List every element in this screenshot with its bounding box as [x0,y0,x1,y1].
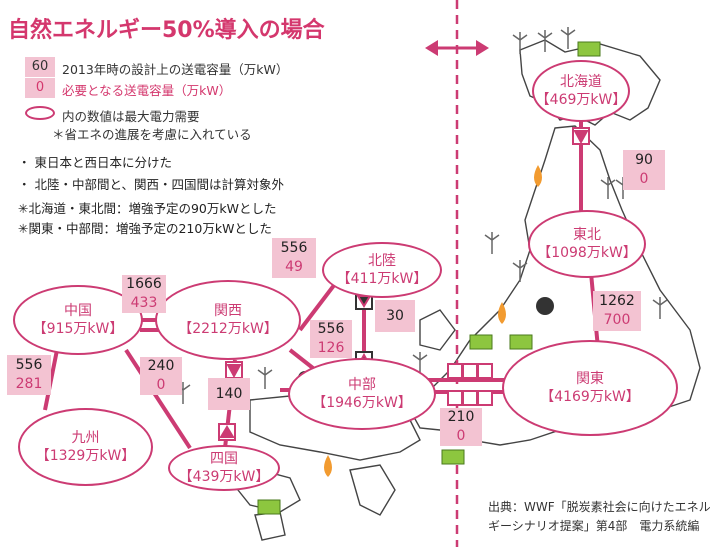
needed-capacity: 0 [456,428,466,444]
japan-outline [228,39,701,541]
region-name: 北陸 [368,253,396,269]
region-demand: 【915万kW】 [32,321,124,337]
design-capacity: 556 [317,321,345,337]
region-name: 北海道 [560,74,602,90]
legend-design-label: 2013年時の設計上の送電容量（万kW） [62,62,289,77]
region-demand: 【1098万kW】 [537,245,637,261]
source-line: ギーシナリオ提案」第4部 電力系統編 [488,519,700,533]
capacity-kansai-chubu: 556 126 [310,320,352,358]
capacity-chubu-kanto: 210 0 [440,408,482,446]
region-kyushu: 九州 【1329万kW】 [18,408,153,486]
region-demand: 【411万kW】 [336,271,428,287]
region-name: 中国 [64,303,92,319]
region-hokuriku: 北陸 【411万kW】 [322,242,442,298]
region-kanto: 関東 【4169万kW】 [502,340,678,436]
legend-ellipse-label: 内の数値は最大電力需要 [62,109,200,124]
region-demand: 【469万kW】 [535,92,627,108]
region-demand: 【439万kW】 [178,469,270,485]
needed-capacity: 700 [603,312,631,328]
region-name: 関東 [576,371,604,387]
design-capacity: 140 [215,385,243,402]
region-demand: 【1329万kW】 [35,448,136,464]
region-demand: 【1946万kW】 [312,395,412,411]
capacity-chugoku-kansai: 1666 433 [122,275,166,313]
region-demand: 【4169万kW】 [540,389,640,405]
wind-turbine-icons [175,27,668,404]
legend-needed-label: 必要となる送電容量（万kW） [62,83,232,98]
region-name: 中部 [348,377,376,393]
design-capacity: 1666 [126,276,162,292]
region-name: 東北 [573,227,601,243]
region-kansai: 関西 【2212万kW】 [155,280,301,360]
legend-needed-swatch: 0 [25,78,55,98]
region-chugoku: 中国 【915万kW】 [13,285,143,355]
note-line: ・ 東日本と西日本に分けた [18,155,172,170]
region-shikoku: 四国 【439万kW】 [168,445,280,491]
capacity-tohoku-kanto: 1262 700 [593,291,641,331]
needed-capacity: 49 [285,259,303,275]
design-capacity: 30 [386,307,404,324]
design-capacity: 210 [447,409,475,425]
note-line: ✳北海道・東北間：増強予定の90万kWとした [18,201,277,216]
geothermal-icons [324,165,542,477]
needed-capacity: 433 [130,295,158,311]
solar-house-icons [257,41,601,515]
capacity-hokkaido-tohoku: 90 0 [623,150,665,190]
design-capacity: 1262 [599,293,635,309]
source-line: 出典：WWF「脱炭素社会に向けたエネル [488,500,711,514]
page-title: 自然エネルギー50%導入の場合 [8,18,325,43]
region-demand: 【2212万kW】 [178,321,278,337]
note-line: ・ 北陸・中部間と、関西・四国間は計算対象外 [18,177,284,192]
capacity-chugoku-kyushu: 556 281 [7,355,51,395]
region-chubu: 中部 【1946万kW】 [288,358,436,430]
capacity-hokuriku-chubu: 30 [375,300,415,332]
needed-capacity: 0 [639,171,649,187]
region-name: 四国 [210,451,238,467]
needed-capacity: 281 [15,376,43,392]
design-capacity: 240 [147,358,175,374]
double-arrow-icon [425,40,489,56]
needed-capacity: 126 [317,340,345,356]
legend-ellipse-icon [25,106,55,120]
capacity-chugoku-shikoku: 240 0 [140,357,182,395]
legend-ellipse-note: ＊省エネの進展を考慮に入れている [52,127,252,142]
region-tohoku: 東北 【1098万kW】 [528,210,646,278]
region-hokkaido: 北海道 【469万kW】 [532,60,630,122]
legend-design-swatch: 60 [25,57,55,77]
design-capacity: 556 [15,357,43,373]
capacity-kansai-shikoku: 140 [208,378,250,410]
needed-capacity: 0 [156,377,166,393]
region-name: 九州 [71,430,100,446]
region-name: 関西 [214,303,242,319]
design-capacity: 556 [280,240,308,256]
design-capacity: 90 [635,152,653,168]
note-line: ✳関東・中部間：増強予定の210万kWとした [18,221,272,236]
capacity-hokuriku-kansai: 556 49 [272,238,316,278]
